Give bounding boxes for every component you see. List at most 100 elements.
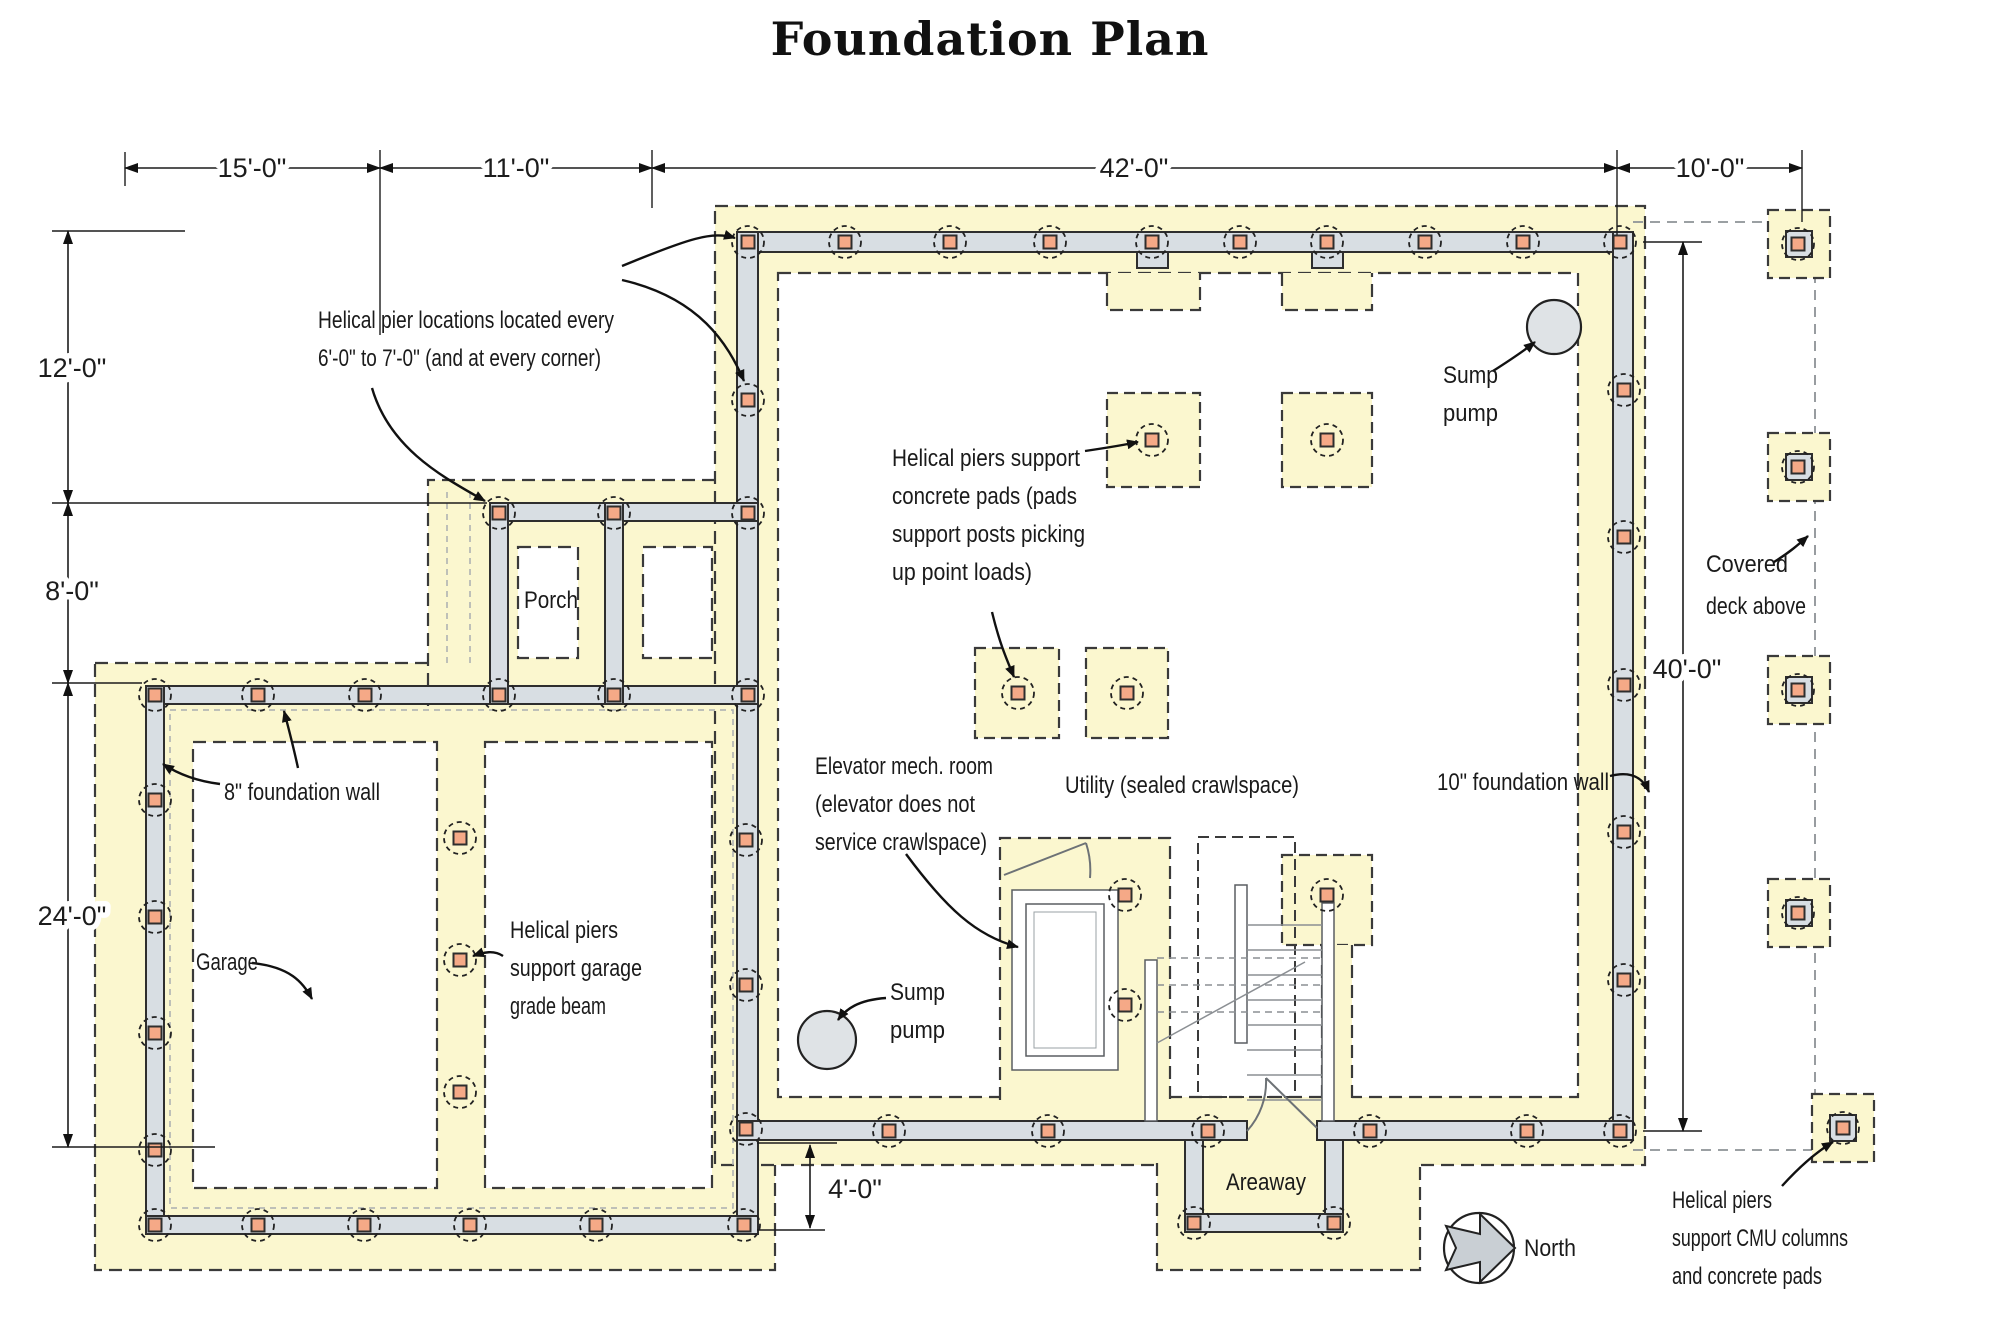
helical-pier [1135, 225, 1169, 259]
pads-note-line4: up point loads) [892, 559, 1032, 586]
deck-line2: deck above [1706, 593, 1806, 620]
areaway-door [1246, 1077, 1318, 1132]
porch-east-wall [604, 502, 624, 705]
wall10-label: 10" foundation wall [1437, 769, 1609, 796]
footing-tab-1-edge [1105, 273, 1202, 312]
pads-note-line2: concrete pads (pads [892, 483, 1077, 510]
north-arrow-icon [1444, 1211, 1517, 1285]
garage-inner-footing-edge [169, 709, 734, 1209]
areaway-footing-edge [1155, 1163, 1422, 1272]
helical-pier [482, 496, 516, 530]
helical-pier [241, 678, 275, 712]
helical-pier [1781, 673, 1815, 707]
cmu-arrow [1781, 1140, 1834, 1187]
helical-pier [1317, 1206, 1351, 1240]
elevator-shaft-inner [1025, 903, 1105, 1057]
dim-label-11ft: 11'-0" [483, 153, 550, 183]
helical-pier [579, 1208, 613, 1242]
west-wall [736, 231, 759, 1235]
helical-pier [1781, 227, 1815, 261]
grade-beam-line3: grade beam [510, 993, 606, 1020]
helical-piers [138, 225, 1860, 1242]
helical-pier [1781, 896, 1815, 930]
stair-treads [1247, 924, 1322, 1101]
helical-pier [138, 1016, 172, 1050]
helical-pier [597, 496, 631, 530]
helical-pier [1108, 988, 1142, 1022]
helical-pier [138, 678, 172, 712]
deck-arrow [1773, 535, 1809, 564]
stair-treads-overhead [1157, 957, 1322, 1013]
dim-label-8ft: 8'-0" [45, 576, 99, 606]
helical-pier [1781, 450, 1815, 484]
elevator-line1: Elevator mech. room [815, 753, 993, 780]
elevator-door [1003, 842, 1092, 879]
helical-pier [828, 225, 862, 259]
helical-pier [1603, 1114, 1637, 1148]
helical-pier [347, 1208, 381, 1242]
helical-pier [731, 383, 765, 417]
sump-left-line1: Sump [890, 979, 945, 1006]
helical-pier [727, 1208, 761, 1242]
porch-west-wall [489, 502, 509, 705]
garage-bay-right [483, 740, 714, 1190]
sump-left-arrow [837, 996, 887, 1021]
garage-label: Garage [196, 949, 258, 976]
helical-pier [1108, 878, 1142, 912]
dim-label-10ft: 10'-0" [1676, 153, 1745, 183]
stair-stringer-left [1234, 884, 1248, 1044]
helical-pier [1353, 1114, 1387, 1148]
porch-label: Porch [524, 587, 578, 614]
page-title: Foundation Plan [771, 12, 1210, 66]
areaway-label: Areaway [1226, 1169, 1306, 1196]
pads-note-line1: Helical piers support [892, 445, 1080, 472]
deck-line1: Covered [1706, 551, 1788, 578]
pads-note-line3: support posts picking [892, 521, 1085, 548]
bottom-extension-lines [757, 1142, 837, 1231]
slab-cutouts [191, 545, 714, 1190]
stair-break-line [1156, 961, 1306, 1044]
helical-pier [241, 1208, 275, 1242]
sump-pump-circle-left [796, 1009, 858, 1071]
helical-pier [1408, 225, 1442, 259]
interior-wall [1144, 959, 1158, 1122]
helical-pier [1607, 668, 1641, 702]
elevator-line2: (elevator does not [815, 791, 975, 818]
helical-pier [348, 678, 382, 712]
helical-pier [1506, 225, 1540, 259]
north-wall [736, 231, 1634, 253]
wall8-label: 8" foundation wall [224, 779, 380, 806]
sump-left-line2: pump [890, 1017, 945, 1044]
helical-pier [1191, 1114, 1225, 1148]
sump-right-line2: pump [1443, 400, 1498, 427]
helical-pier [1177, 1206, 1211, 1240]
helical-pier [731, 496, 765, 530]
garage-arrow [251, 961, 314, 1000]
wall8-arrow-1 [162, 763, 221, 786]
south-wall-left [736, 1120, 1248, 1141]
stair-stringer-right [1321, 902, 1335, 1122]
stair-elevator [1003, 836, 1335, 1132]
wall8-arrow-2 [282, 710, 300, 769]
sump-right-line1: Sump [1443, 362, 1498, 389]
pier-note-arrow-1 [621, 230, 736, 268]
areaway-south-wall [1184, 1213, 1344, 1233]
helical-pier [138, 1208, 172, 1242]
cmu-line1: Helical piers [1672, 1187, 1772, 1214]
footing-tab-1 [1107, 273, 1200, 310]
pads-note-arrow-1 [1084, 439, 1139, 453]
helical-pier [443, 821, 477, 855]
grade-beam-arrow [472, 947, 504, 958]
helical-pier [729, 1112, 763, 1146]
pilaster-2 [1311, 251, 1344, 269]
sump-right-arrow [1492, 341, 1536, 373]
helical-pier [1033, 225, 1067, 259]
elevator-room-edge [998, 836, 1172, 1100]
garage-bay-left [191, 740, 439, 1190]
helical-pier [138, 900, 172, 934]
helical-pier [1031, 1114, 1065, 1148]
elevator-cab [1033, 911, 1097, 1049]
south-wall-right [1316, 1120, 1634, 1141]
